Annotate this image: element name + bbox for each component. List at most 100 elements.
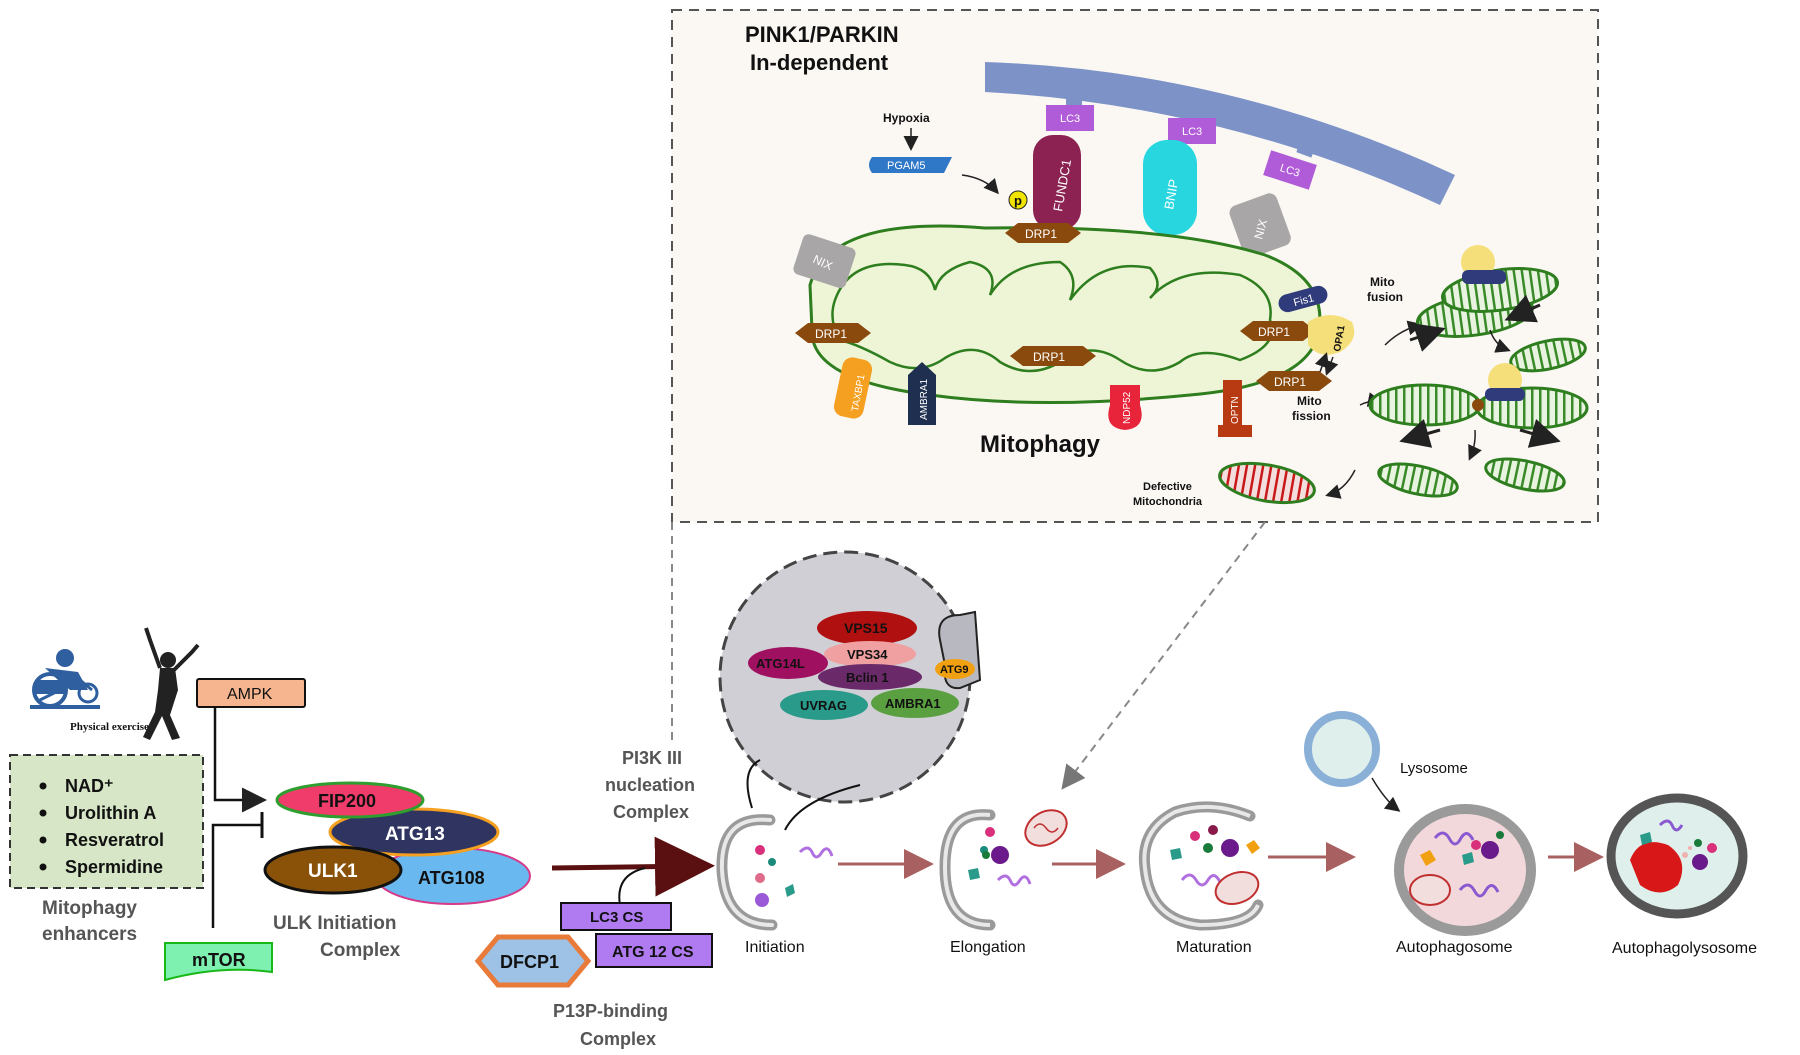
svg-text:DRP1: DRP1 [815,327,847,341]
mitochondrion-cristae [831,260,1274,373]
debris-dot [1682,852,1688,858]
lc3-tag-2: LC3 [1168,118,1216,144]
cargo-hex [1640,832,1652,845]
pi3k-callout-line-2 [784,784,861,831]
ndp52-protein [1108,385,1142,430]
opa1-shape [1308,315,1355,355]
mito-fission-label-2: fission [1292,409,1331,423]
ambra1-label: AMBRA1 [919,378,930,420]
enhancer-item: Resveratrol [65,830,164,850]
fis1-shape [1278,285,1328,313]
optn-protein [1218,380,1252,437]
ampk-label: AMPK [227,686,273,703]
inset-panel: PINK1/PARKIN In-dependent LC3 LC3 LC3 Hy… [671,9,1599,523]
cargo-dot [1496,831,1504,839]
nix-receptor-top [1229,193,1291,258]
ulk-to-initiation-arrow [551,836,715,897]
drp1-top: DRP1 [1005,223,1081,243]
stage-label-autophagolysosome: Autophagolysosome [1612,940,1757,957]
cargo-dot [1208,825,1218,835]
stage-label-initiation: Initiation [745,939,805,956]
autophagosome-squiggle-1 [1433,831,1475,846]
cargo-protein-squiggle [798,846,834,859]
fission-product-right [1484,457,1566,493]
drp1-fission: DRP1 [1256,371,1332,391]
cargo-dot [755,845,765,855]
p13p-label-1: P13P-binding [553,1001,668,1021]
lc3-tag-1: LC3 [1046,105,1094,131]
enhancer-item: Urolithin A [65,803,156,823]
ulk-label-2: Complex [320,940,401,961]
cargo-hex [785,884,795,897]
cargo-dot [1692,854,1708,870]
mitophagy-label: Mitophagy [980,431,1101,458]
elongation-squiggle [996,874,1032,887]
opa1-drp1-equilibrium-down [1324,356,1339,376]
svg-text:LC3: LC3 [1182,126,1202,138]
degraded-mito [1630,842,1683,893]
debris-dot [1688,846,1692,850]
connector-right [1061,521,1266,790]
stage-label-elongation: Elongation [950,939,1026,956]
svg-text:ATG14L: ATG14L [756,656,805,671]
cargo-dot [768,858,776,866]
svg-text:p: p [1014,193,1022,208]
uvrag-protein [780,690,868,720]
bnip-receptor [1143,140,1197,235]
dfcp1-shape [474,934,592,988]
er-stalk-1 [1066,80,1082,110]
fundc1-receptor [1033,135,1081,230]
enhancers-label-1: Mitophagy [42,898,137,919]
er-membrane [985,62,1455,205]
lysosome [1304,711,1380,787]
fission-mito-left [1368,383,1482,427]
pgam5-label: PGAM5 [887,160,926,172]
cargo-dot [1471,840,1481,850]
optn-label: OPTN [1230,396,1241,424]
atg12cs-label: ATG 12 CS [612,944,694,961]
maturation-squiggle [1180,873,1222,887]
svg-text:VPS15: VPS15 [844,620,888,636]
ambra1-protein [908,362,936,425]
vps34-protein [824,641,916,667]
mito-fusion-label-2: fusion [1367,290,1403,304]
mtor-box [164,942,273,982]
cyclist-icon [30,649,100,709]
er-stalk-2 [1188,90,1204,120]
enhancer-bullet [39,809,47,817]
fission-split-right [1519,418,1561,448]
dfcp1-label: DFCP1 [500,952,559,972]
nix-label-top: NIX [1251,218,1270,241]
opa1-label: OPA1 [1332,324,1348,352]
fis1-label: Fis1 [1292,292,1315,309]
fused-mito [1509,337,1587,373]
vps15-protein [817,611,917,645]
nix-receptor-left [793,234,856,289]
cargo-dot [755,873,765,883]
mtor-label: mTOR [192,950,246,970]
cargo-dot [991,846,1009,864]
atg13-label: ATG13 [385,824,445,845]
cargo-dot [982,851,990,859]
p13p-connector [618,867,646,906]
ulk-label-1: ULK Initiation [273,913,396,934]
defective-mitochondrion [1218,461,1316,505]
fission-split-left [1399,418,1441,448]
defective-label-1: Defective [1143,481,1192,493]
cargo-hex [1246,840,1260,854]
fission-drp1-dot [1472,399,1484,411]
autophagosome-squiggle-2 [1458,883,1500,898]
pi3k-label-1: PI3K III [622,748,682,768]
pgam5-shape [869,157,952,173]
svg-text:ATG9: ATG9 [940,664,969,676]
svg-text:Bclin 1: Bclin 1 [846,670,889,685]
atg12cs-box [595,933,713,968]
stage-label-maturation: Maturation [1176,939,1252,956]
enhancer-bullet [39,836,47,844]
fip200-protein [275,781,425,819]
drp1-right: DRP1 [1240,321,1316,341]
cargo-dot [1481,841,1499,859]
svg-text:LC3: LC3 [1278,162,1301,180]
hypoxia-label: Hypoxia [883,111,930,125]
